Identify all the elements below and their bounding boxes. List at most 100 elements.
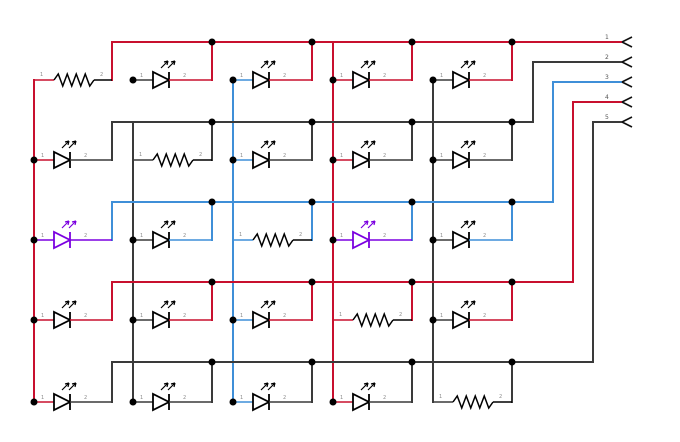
- led-triangle: [53, 230, 73, 250]
- led-triangle: [452, 230, 472, 250]
- led-emission-arrow: [367, 220, 376, 229]
- led-emission-arrow: [61, 382, 70, 391]
- led-emission-arrow: [260, 300, 269, 309]
- junction-dot: [508, 118, 516, 126]
- junction-dot: [308, 198, 316, 206]
- led-emission-arrow: [267, 382, 276, 391]
- connector-trace-2: [511, 61, 623, 123]
- pin-label: 1: [140, 233, 143, 239]
- pin-label: 2: [283, 153, 286, 159]
- junction-dot: [408, 278, 416, 286]
- pin-label: 1: [240, 395, 243, 401]
- led-emission-arrow: [68, 300, 77, 309]
- led-triangle: [53, 150, 73, 170]
- pin-label: 2: [283, 313, 286, 319]
- pin-label: 1: [240, 313, 243, 319]
- pin-label: 1: [340, 73, 343, 79]
- led-emission-arrow: [467, 220, 476, 229]
- pin-label: 1: [240, 153, 243, 159]
- led-emission-arrow: [360, 140, 369, 149]
- pin-label: 1: [239, 232, 242, 238]
- pin-label: 2: [483, 313, 486, 319]
- junction-dot: [308, 278, 316, 286]
- resistor-zigzag: [53, 71, 95, 89]
- connector-pin-3[interactable]: [621, 76, 633, 88]
- led-emission-arrow: [68, 140, 77, 149]
- connector-trace-3: [511, 81, 623, 203]
- junction-dot: [229, 398, 237, 406]
- pin-label: 1: [240, 73, 243, 79]
- led-emission-arrow: [167, 300, 176, 309]
- connector-trace-5: [511, 121, 623, 363]
- junction-dot: [429, 316, 437, 324]
- led-triangle: [452, 70, 472, 90]
- pin-label: 2: [183, 233, 186, 239]
- pin-label: 1: [41, 153, 44, 159]
- led-emission-arrow: [367, 140, 376, 149]
- led-triangle: [152, 230, 172, 250]
- pin-label: 1: [440, 313, 443, 319]
- row-wires: [111, 41, 601, 403]
- junction-dot: [508, 358, 516, 366]
- led-triangle: [452, 310, 472, 330]
- pin-label: 1: [41, 233, 44, 239]
- resistor-zigzag: [252, 231, 294, 249]
- led-triangle: [152, 310, 172, 330]
- led-triangle: [152, 70, 172, 90]
- resistor-zigzag: [352, 311, 394, 329]
- led-emission-arrow: [167, 220, 176, 229]
- led-emission-arrow: [360, 60, 369, 69]
- connector-pin-4[interactable]: [621, 96, 633, 108]
- junction-dot: [229, 76, 237, 84]
- led-triangle: [352, 230, 372, 250]
- pin-label: 2: [100, 72, 103, 78]
- led-emission-arrow: [160, 382, 169, 391]
- junction-dot: [229, 156, 237, 164]
- pin-label: 1: [340, 395, 343, 401]
- pin-label: 1: [41, 395, 44, 401]
- junction-dot: [508, 198, 516, 206]
- junction-dot: [329, 398, 337, 406]
- pin-label: 2: [499, 394, 502, 400]
- pin-label: 1: [139, 152, 142, 158]
- junction-dot: [308, 118, 316, 126]
- led-emission-arrow: [160, 300, 169, 309]
- led-triangle: [252, 310, 272, 330]
- junction-dot: [129, 76, 137, 84]
- pin-label: 2: [183, 313, 186, 319]
- connector-pin-2[interactable]: [621, 56, 633, 68]
- junction-dot: [508, 38, 516, 46]
- connector-pin-label: 2: [605, 54, 609, 61]
- led-emission-arrow: [260, 140, 269, 149]
- pin-label: 2: [483, 73, 486, 79]
- led-emission-arrow: [68, 220, 77, 229]
- junction-dot: [429, 76, 437, 84]
- led-triangle: [252, 150, 272, 170]
- pin-label: 1: [340, 153, 343, 159]
- pin-label: 2: [84, 395, 87, 401]
- connector-pin-1[interactable]: [621, 36, 633, 48]
- junction-dot: [30, 316, 38, 324]
- pin-label: 2: [84, 233, 87, 239]
- led-emission-arrow: [467, 300, 476, 309]
- connector-pin-5[interactable]: [621, 116, 633, 128]
- led-emission-arrow: [460, 220, 469, 229]
- led-emission-arrow: [160, 60, 169, 69]
- junction-dot: [129, 316, 137, 324]
- led-emission-arrow: [460, 140, 469, 149]
